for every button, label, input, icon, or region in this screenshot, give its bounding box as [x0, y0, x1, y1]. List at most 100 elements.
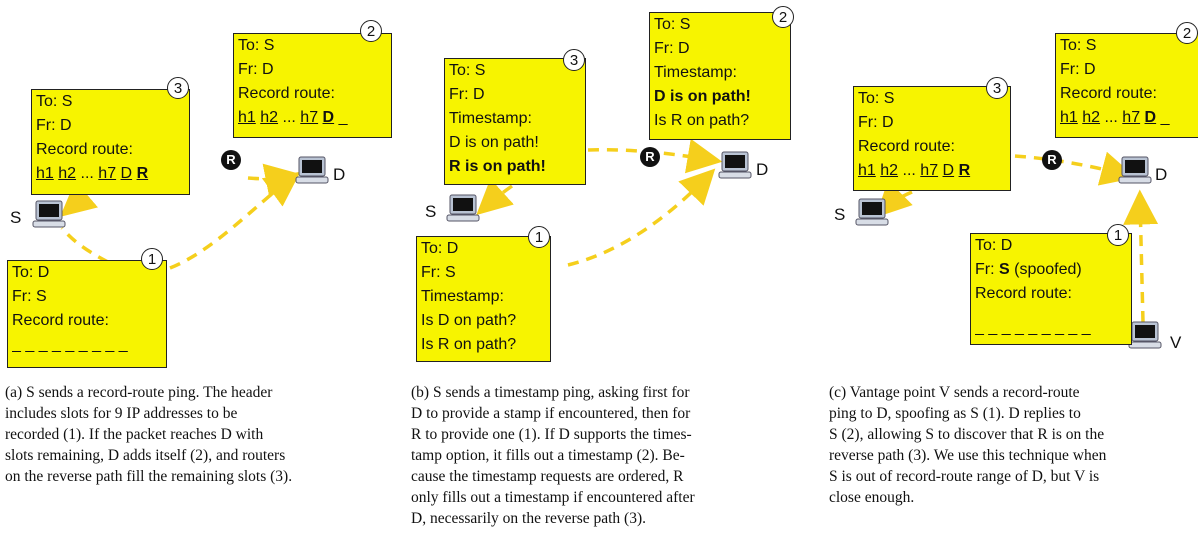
box-line: Fr: D	[449, 86, 485, 103]
step-badge: 2	[772, 6, 794, 28]
arrow-a-return-tail	[60, 226, 109, 264]
spoofed-note: (spoofed)	[1014, 261, 1082, 278]
slot: D	[1144, 109, 1157, 126]
caption-line: (b) S sends a timestamp ping, asking fir…	[411, 384, 690, 401]
panel-b-box1: To: D Fr: S Timestamp: Is D on path? Is …	[416, 236, 551, 362]
box-line: Fr: S (spoofed)	[975, 258, 1127, 282]
box-line: Record route:	[1060, 85, 1157, 102]
box-line: To: S	[238, 37, 275, 54]
box-line: Record route:	[975, 285, 1072, 302]
router-r-c: R	[1042, 150, 1062, 170]
caption-line: only fills out a timestamp if encountere…	[411, 489, 695, 506]
step-badge: 1	[1107, 224, 1129, 246]
caption-line: recorded (1). If the packet reaches D wi…	[5, 426, 264, 443]
panel-c-box3: To: S Fr: D Record route: h1 h2 ... h7 D…	[853, 86, 1011, 191]
slot: ...	[80, 165, 94, 182]
computer-s-b-icon	[446, 194, 480, 222]
panel-b-box2: To: S Fr: D Timestamp: D is on path! Is …	[649, 12, 791, 140]
computer-s-c-icon	[855, 198, 889, 226]
host-label-s: S	[425, 202, 437, 221]
box-line: Fr: S	[421, 264, 456, 281]
slot: h7	[920, 162, 939, 179]
bold-text: R is on path!	[449, 158, 546, 175]
router-r-b: R	[640, 147, 660, 167]
box-line: Is R on path?	[421, 336, 517, 353]
step-badge: 1	[528, 226, 550, 248]
host-label-d: D	[1155, 165, 1168, 184]
caption-line: S (2), allowing S to discover that R is …	[829, 426, 1105, 443]
caption-line: reverse path (3). We use this technique …	[829, 447, 1107, 464]
slot: _	[338, 109, 348, 126]
caption-line: (c) Vantage point V sends a record-route	[829, 384, 1080, 401]
slot: h2	[1082, 109, 1101, 126]
host-label-d: D	[756, 160, 769, 179]
caption-line: D to provide a stamp if encountered, the…	[411, 405, 691, 422]
arrow-c-reply	[1014, 151, 1137, 186]
empty-slots: _ _ _ _ _ _ _ _ _	[12, 336, 128, 353]
step-badge: 2	[360, 20, 382, 42]
box-line: D is on path!	[449, 134, 539, 151]
host-label-s: S	[10, 208, 22, 227]
caption-b: (b) S sends a timestamp ping, asking fir…	[411, 382, 796, 529]
box-line: To: S	[1060, 37, 1097, 54]
step-badge: 1	[141, 248, 163, 270]
box-line: Timestamp:	[654, 64, 737, 81]
panel-a-box3: To: S Fr: D Record route: h1 h2 ... h7 D…	[31, 89, 190, 195]
caption-line: tamp option, it fills out a timestamp (2…	[411, 447, 685, 464]
box-line: Timestamp:	[421, 288, 504, 305]
arrow-c-forward	[1123, 189, 1159, 323]
caption-c: (c) Vantage point V sends a record-route…	[829, 382, 1198, 508]
caption-a: (a) S sends a record-route ping. The hea…	[5, 382, 390, 487]
box-line: R is on path!	[449, 155, 581, 179]
box-line: Fr: D	[858, 114, 894, 131]
route-slots: h1 h2 ... h7 D R	[36, 162, 185, 186]
panel-c-box1: To: D Fr: S (spoofed) Record route: _ _ …	[970, 233, 1132, 345]
box-line: To: D	[12, 264, 50, 281]
caption-line: (a) S sends a record-route ping. The hea…	[5, 384, 273, 401]
slot: h7	[300, 109, 319, 126]
step-badge: 3	[563, 49, 585, 71]
route-slots: h1 h2 ... h7 D _	[238, 106, 387, 130]
slot: _	[1160, 109, 1170, 126]
caption-line: cause the timestamp requests are ordered…	[411, 468, 684, 485]
box-line: Record route:	[12, 312, 109, 329]
arrow-b-return	[476, 178, 514, 216]
box-line: Record route:	[36, 141, 133, 158]
caption-line: D, necessarily on the reverse path (3).	[411, 510, 646, 527]
box-line: Record route:	[858, 138, 955, 155]
panel-b-box3: To: S Fr: D Timestamp: D is on path! R i…	[444, 58, 586, 185]
arrow-b-forward	[567, 168, 716, 267]
computer-d-a-icon	[295, 156, 329, 184]
arrow-c-return	[875, 180, 913, 218]
panel-c-box2: To: S Fr: D Record route: h1 h2 ... h7 D…	[1055, 33, 1198, 138]
panel-a-box2: To: S Fr: D Record route: h1 h2 ... h7 D…	[233, 33, 392, 138]
caption-line: on the reverse path fill the remaining s…	[5, 468, 293, 485]
slot: h7	[1122, 109, 1141, 126]
host-label-d: D	[333, 165, 346, 184]
box-line: Timestamp:	[449, 110, 532, 127]
slot: R	[136, 165, 149, 182]
from-label: Fr:	[975, 261, 995, 278]
step-badge: 3	[167, 77, 189, 99]
box-line: Is R on path?	[654, 112, 750, 129]
computer-d-b-icon	[718, 151, 752, 179]
empty-slots: _ _ _ _ _ _ _ _ _	[975, 319, 1091, 336]
caption-line: R to provide one (1). If D supports the …	[411, 426, 692, 443]
slot: D	[942, 162, 955, 179]
caption-line: slots remaining, D adds itself (2), and …	[5, 447, 286, 464]
from-value: S	[999, 261, 1010, 278]
slot: h7	[98, 165, 117, 182]
computer-v-c-icon	[1128, 321, 1162, 349]
box-line: Fr: D	[36, 117, 72, 134]
caption-line: close enough.	[829, 489, 915, 506]
box-line: To: D	[421, 240, 459, 257]
route-slots: h1 h2 ... h7 D R	[858, 159, 1006, 183]
slot: h1	[36, 165, 54, 182]
caption-line: ping to D, spoofing as S (1). D replies …	[829, 405, 1081, 422]
computer-s-a-icon	[32, 200, 66, 228]
box-line: D is on path!	[654, 85, 786, 109]
box-line: To: S	[858, 90, 895, 107]
host-label-v: V	[1170, 333, 1182, 352]
panel-c-arrows	[875, 151, 1159, 323]
box-line: To: S	[36, 93, 73, 110]
